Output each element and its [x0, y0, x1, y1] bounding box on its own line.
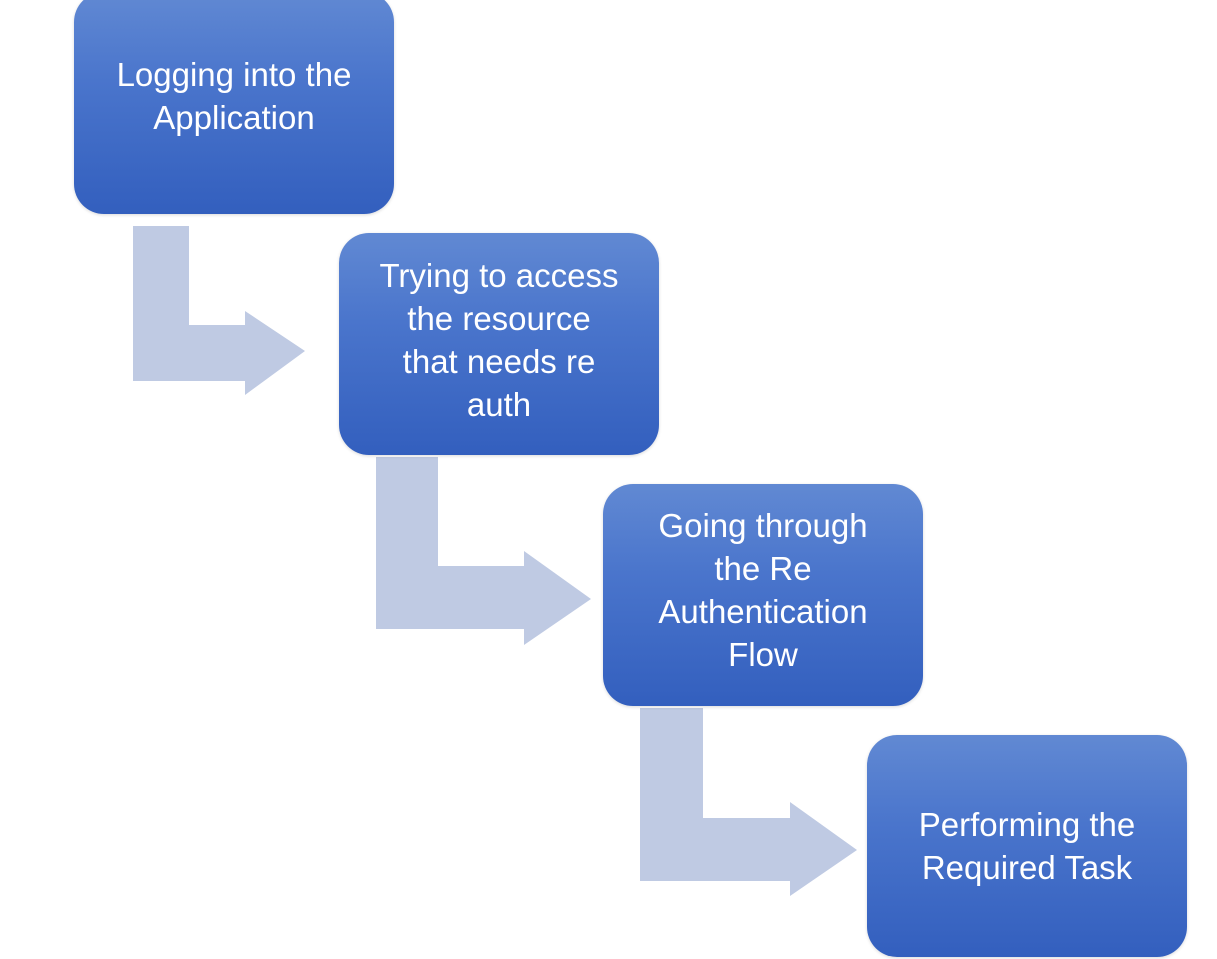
step-label: Going through the Re Authentication Flow	[658, 507, 868, 673]
step-reauthentication-flow: Going through the Re Authentication Flow	[603, 484, 923, 706]
step-label: Logging into the Application	[116, 56, 352, 136]
bent-arrow-2	[376, 457, 591, 645]
step-label: Trying to access the resource that needs…	[379, 257, 619, 423]
step-logging-in: Logging into the Application	[74, 0, 394, 214]
step-access-resource: Trying to access the resource that needs…	[339, 233, 659, 455]
bent-arrow-1	[133, 226, 305, 395]
step-label: Performing the Required Task	[918, 806, 1136, 886]
bent-arrow-3	[640, 708, 857, 896]
step-perform-task: Performing the Required Task	[867, 735, 1187, 957]
